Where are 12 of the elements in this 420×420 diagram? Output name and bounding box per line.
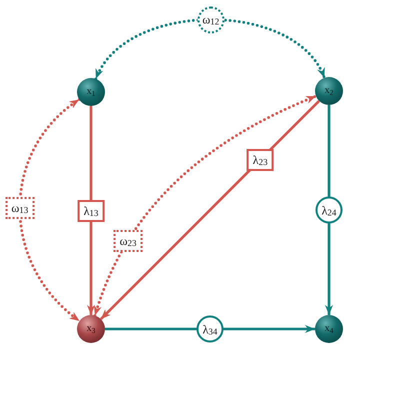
dotted-arrow — [18, 98, 81, 322]
edge-label: λ$_{24}$ — [316, 196, 342, 224]
edge-label: ω$_{12}$ — [197, 6, 224, 34]
arrow — [87, 106, 95, 315]
edge-label: λ$_{23}$ — [246, 148, 274, 171]
edge-label: λ$_{13}$ — [78, 200, 104, 222]
arrow — [105, 325, 315, 333]
dotted-arrow — [94, 18, 326, 80]
edge-label: ω$_{23}$ — [114, 230, 142, 252]
arrow — [325, 105, 333, 315]
edge-label: ω$_{13}$ — [5, 197, 34, 220]
edge-label: λ$_{34}$ — [196, 316, 224, 342]
